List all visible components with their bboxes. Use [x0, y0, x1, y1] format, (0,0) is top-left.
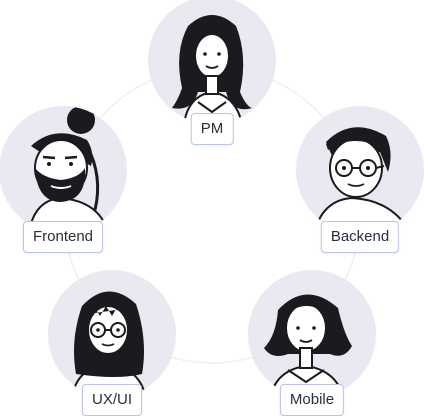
role-label-frontend: Frontend — [22, 221, 104, 253]
role-label-uxui: UX/UI — [81, 384, 143, 416]
woman-bangs-glasses-portrait-icon — [48, 270, 176, 398]
role-label-pm: PM — [190, 113, 234, 145]
woman-bob-hair-portrait-icon — [248, 270, 376, 398]
man-glasses-portrait-icon — [296, 106, 424, 234]
woman-long-hair-portrait-icon — [148, 0, 276, 124]
bearded-man-man-bun-portrait-icon — [0, 106, 127, 234]
role-label-mobile: Mobile — [279, 384, 345, 416]
role-label-backend: Backend — [320, 221, 400, 253]
